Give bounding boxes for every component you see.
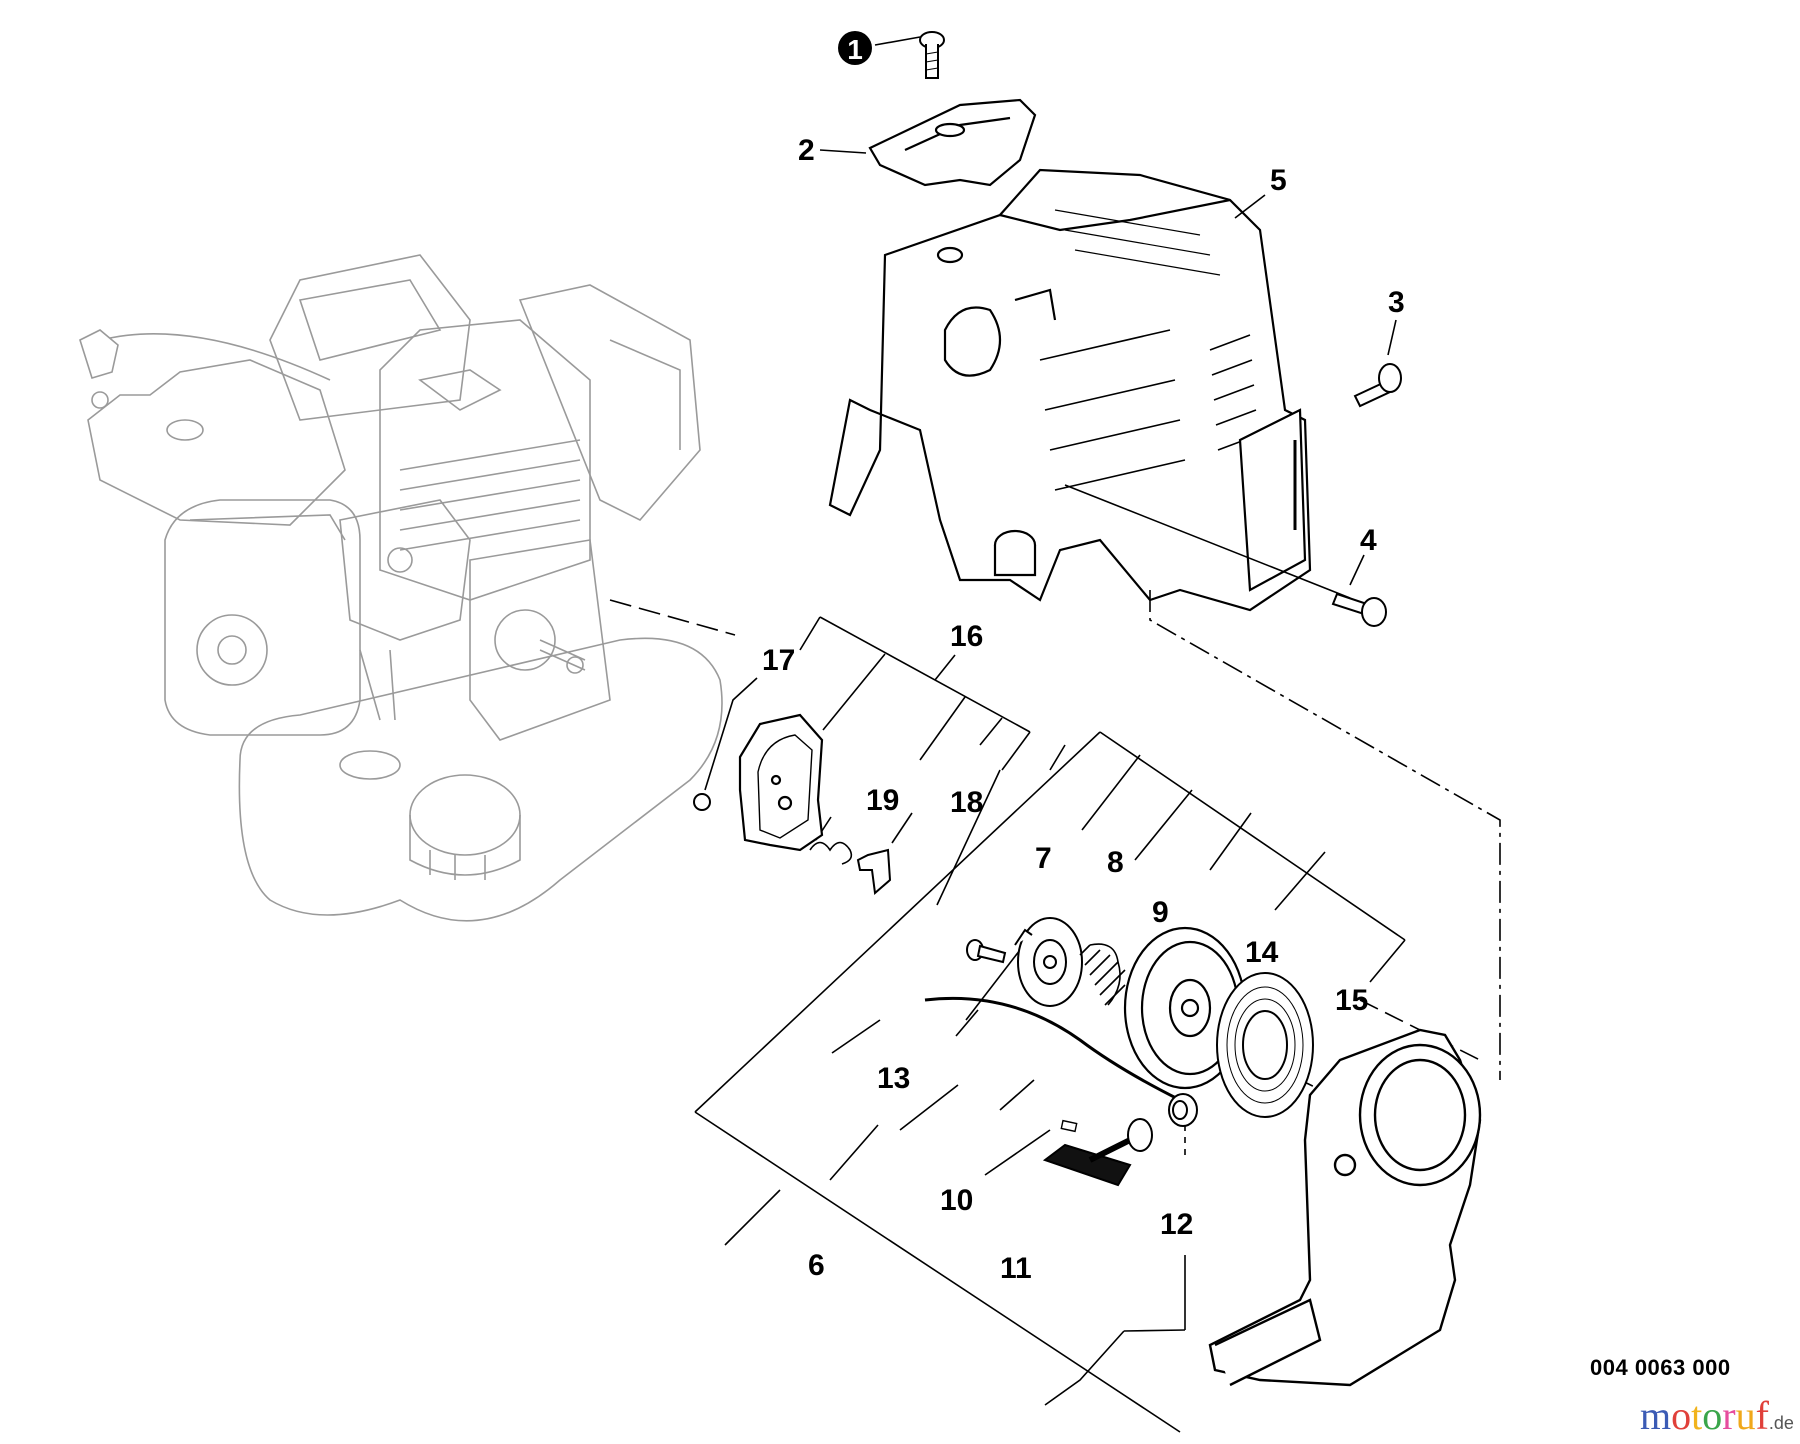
svg-text:14: 14	[1245, 936, 1279, 969]
bracket-16	[799, 616, 1031, 771]
callout-15: 15	[1335, 984, 1368, 1017]
watermark-letter: o	[1702, 1393, 1723, 1438]
screw-part-7	[966, 939, 1007, 964]
callout-4: 4	[1349, 524, 1377, 586]
watermark-tld: .de	[1768, 1413, 1794, 1433]
reel-part-14	[1123, 926, 1247, 1090]
svg-text:7: 7	[1035, 842, 1052, 875]
svg-text:8: 8	[1107, 846, 1124, 879]
callout-1: 1	[838, 31, 921, 65]
callout-11: 11	[1000, 1252, 1032, 1285]
svg-text:10: 10	[940, 1184, 973, 1217]
label-plate-part-10	[1060, 1119, 1078, 1133]
svg-text:12: 12	[1160, 1208, 1193, 1241]
svg-text:19: 19	[866, 784, 899, 817]
clip-part-17	[693, 793, 711, 811]
callout-3: 3	[1387, 286, 1405, 356]
svg-text:5: 5	[1270, 164, 1287, 197]
svg-text:11: 11	[1000, 1252, 1032, 1285]
callout-19: 19	[866, 784, 899, 817]
watermark-letter: u	[1735, 1393, 1756, 1438]
watermark-letter: r	[1722, 1393, 1736, 1438]
svg-text:17: 17	[762, 644, 795, 677]
svg-text:9: 9	[1152, 896, 1169, 929]
watermark-letter: t	[1691, 1393, 1703, 1438]
bracket-6	[694, 731, 1406, 1433]
callout-2: 2	[798, 134, 867, 167]
svg-text:6: 6	[808, 1249, 825, 1282]
pulley-plate-part-16	[738, 713, 824, 852]
handle-part-11	[1042, 1118, 1153, 1187]
document-number: 004 0063 000	[1590, 1355, 1731, 1380]
engine-illustration	[79, 254, 723, 922]
svg-text:13: 13	[877, 1062, 910, 1095]
bolt-part-4	[1331, 592, 1387, 627]
callout-16: 16	[934, 620, 983, 681]
watermark-letter: f	[1755, 1393, 1769, 1438]
callout-8: 8	[1107, 846, 1124, 879]
callout-17: 17	[762, 644, 795, 677]
watermark-letter: m	[1640, 1393, 1672, 1438]
bolt-part-3	[1353, 363, 1402, 408]
svg-text:16: 16	[950, 620, 983, 653]
svg-text:4: 4	[1360, 524, 1377, 557]
svg-text:15: 15	[1335, 984, 1368, 1017]
pawl-part-18	[856, 848, 892, 895]
rope-part-13	[924, 996, 1181, 1102]
cover-cap-part-2	[868, 98, 1037, 187]
callout-7: 7	[1035, 842, 1052, 875]
callout-5: 5	[1234, 164, 1287, 219]
bushing-part-12	[1168, 1093, 1198, 1127]
callout-10: 10	[940, 1184, 973, 1217]
watermark-logo: motoruf.de	[1640, 1396, 1794, 1443]
recoil-spring-part-15	[1216, 972, 1314, 1118]
callout-14: 14	[1245, 936, 1279, 969]
leader-lines-upper	[704, 677, 1066, 906]
svg-text:3: 3	[1388, 286, 1405, 319]
callout-12: 12	[1160, 1208, 1193, 1241]
watermark-letter: o	[1671, 1393, 1692, 1438]
engine-cover-part-5	[828, 168, 1312, 612]
svg-text:18: 18	[950, 786, 983, 819]
ratchet-plate-part-8	[1014, 917, 1083, 1007]
spring-part-19	[809, 841, 853, 865]
screw-part-1	[919, 31, 945, 79]
callout-6: 6	[808, 1249, 825, 1282]
spring-part-9	[1079, 943, 1126, 1006]
svg-text:1: 1	[847, 34, 863, 65]
svg-text:2: 2	[798, 134, 815, 167]
callout-13: 13	[877, 1062, 910, 1095]
callout-9: 9	[1152, 896, 1169, 929]
callout-18: 18	[950, 786, 983, 819]
starter-housing	[1208, 1028, 1482, 1387]
